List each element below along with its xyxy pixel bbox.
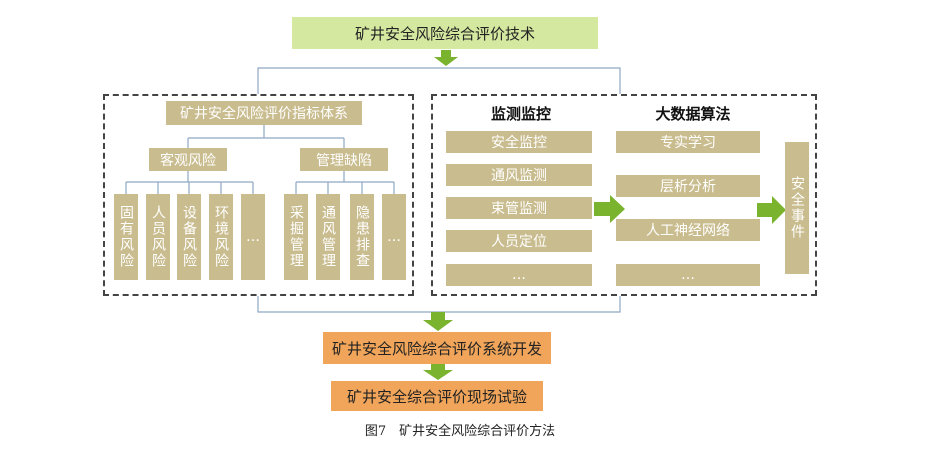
management-defect-label: 管理缺陷 [300,148,388,171]
bigdata-item: 人工神经网络 [616,219,760,241]
monitoring-item: 安全监控 [446,131,592,153]
objective-item-more: … [241,194,265,280]
objective-item: 设备风险 [177,194,201,280]
top-title: 矿井安全风险综合评价技术 [292,17,598,49]
figure-caption: 图7 矿井安全风险综合评价方法 [364,423,556,439]
management-item: 通风管理 [316,194,340,280]
monitoring-item: 人员定位 [446,230,592,252]
left-panel [103,94,414,296]
monitoring-item: 通风监测 [446,164,592,186]
objective-item: 环境风险 [209,194,233,280]
safety-event: 安全事件 [785,142,809,274]
bigdata-item: 专实学习 [616,131,760,153]
down-arrow-icon [434,50,458,66]
monitoring-item: 束管监测 [446,197,592,219]
right-arrow-icon [757,196,786,224]
system-development: 矿井安全风险综合评价系统开发 [323,332,551,364]
bigdata-item: 层析分析 [616,175,760,197]
management-item: 采掘管理 [284,194,308,280]
down-arrow-icon [423,364,453,380]
monitoring-item-more: … [446,264,592,286]
objective-item: 固有风险 [114,194,138,280]
right-panel [431,94,817,296]
right-arrow-icon [594,195,625,223]
management-item-more: … [382,194,406,280]
objective-risk-label: 客观风险 [149,148,227,171]
monitoring-label: 监测监控 [490,104,551,123]
bigdata-label: 大数据算法 [655,104,731,123]
bigdata-item-more: … [616,264,760,286]
index-system-title: 矿井安全风险评价指标体系 [166,101,362,125]
field-test: 矿井安全综合评价现场试验 [331,381,543,411]
bottom-bracket-line [257,296,621,313]
top-bracket-line [257,67,621,94]
down-arrow-icon [423,312,453,331]
management-item: 隐患排查 [350,194,374,280]
objective-item: 人员风险 [146,194,170,280]
